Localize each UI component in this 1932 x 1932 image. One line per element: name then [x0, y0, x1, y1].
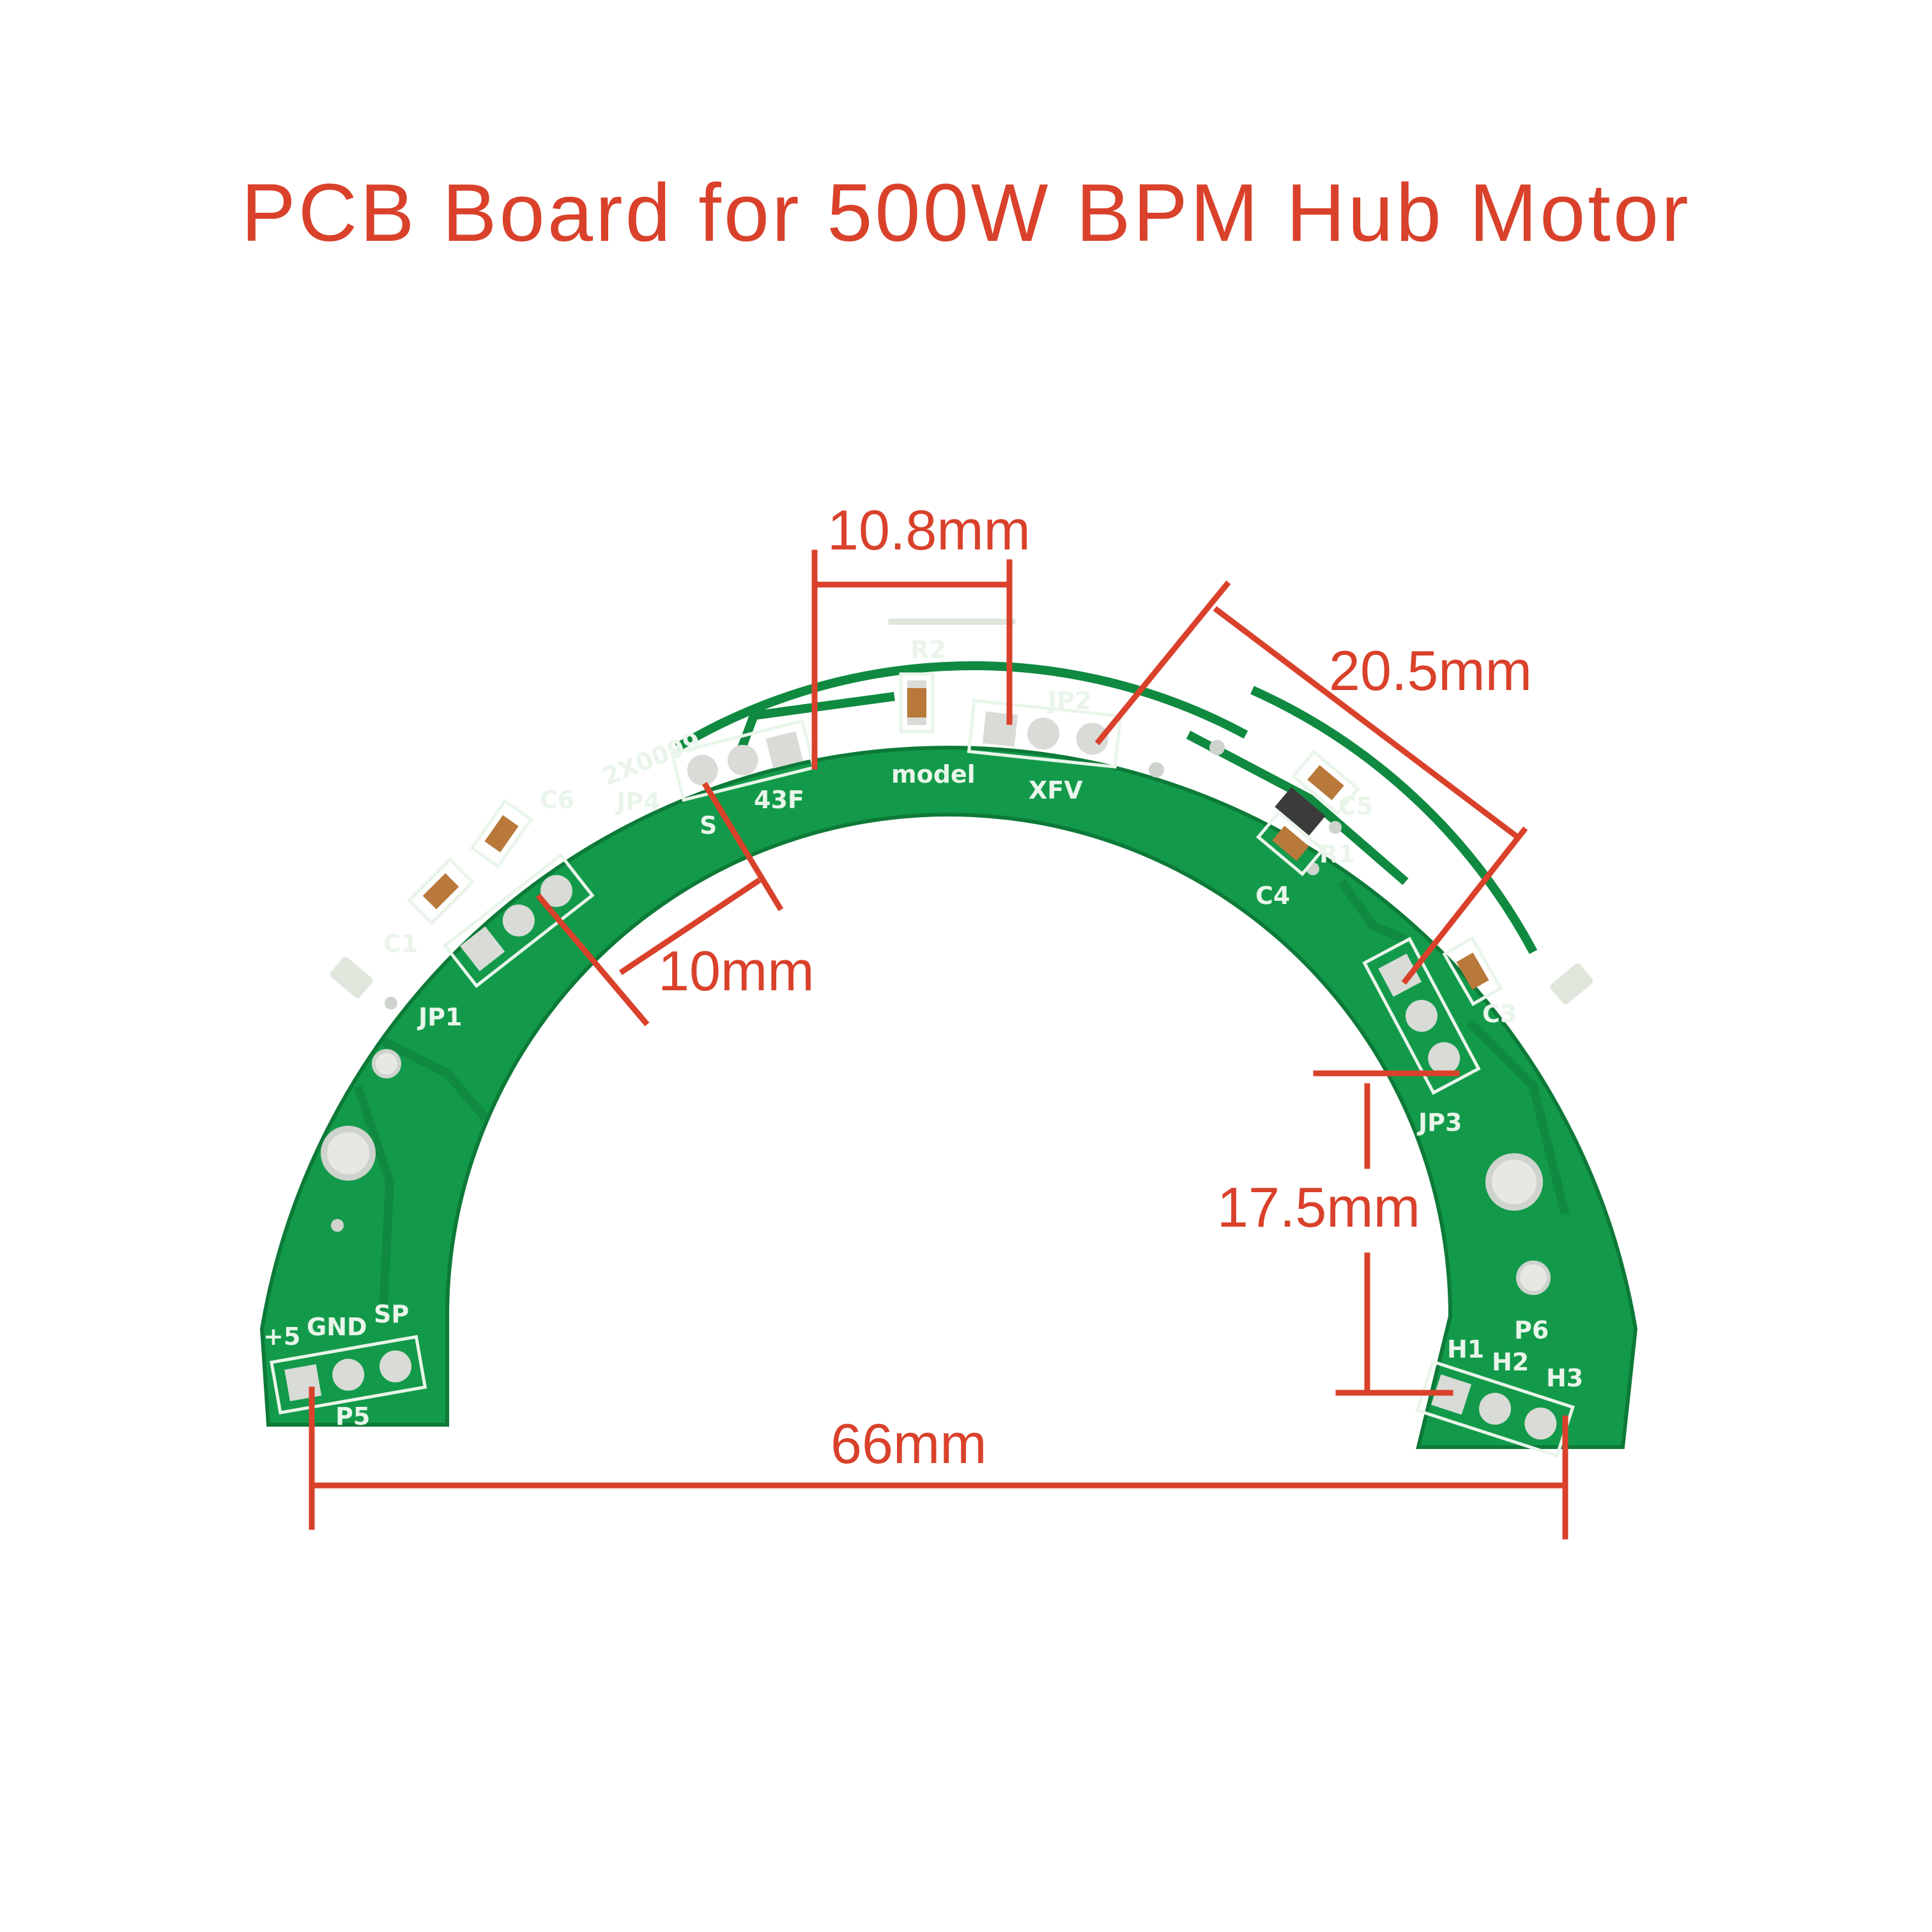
s-label: S [700, 811, 717, 839]
r1-label: R1 [1319, 840, 1355, 868]
board-id-label: 2X0099 [599, 726, 705, 791]
jp1-label: JP1 [417, 1003, 462, 1031]
dimension-lines [309, 549, 1568, 1540]
header-p5 [270, 1335, 427, 1414]
43f-label: 43F [754, 786, 804, 814]
dimension-17-5mm: 17.5mm [1217, 1176, 1420, 1239]
page-title: PCB Board for 500W BPM Hub Motor [241, 167, 1691, 259]
c1-label: C1 [383, 930, 418, 958]
c4-label: C4 [1255, 882, 1290, 910]
c3-label: C3 [1482, 1000, 1517, 1028]
h2-label: H2 [1492, 1348, 1529, 1376]
plus5-label: +5 [263, 1322, 300, 1351]
dimension-66mm: 66mm [831, 1412, 987, 1475]
header-jp1 [443, 852, 595, 988]
jp3-label: JP3 [1416, 1108, 1462, 1137]
xfv-label: XFV [1029, 776, 1083, 804]
jp4-label: JP4 [615, 788, 660, 816]
dimension-10mm: 10mm [658, 939, 815, 1002]
smd-components [406, 672, 1503, 1006]
dimension-10-8mm: 10.8mm [827, 498, 1031, 562]
c6-label: C6 [540, 786, 574, 814]
serrated-edges [330, 618, 1593, 1005]
c5-label: C5 [1338, 792, 1373, 820]
h1-label: H1 [1447, 1335, 1484, 1363]
p6-label: P6 [1514, 1316, 1549, 1344]
mounting-holes [321, 740, 1551, 1295]
model-label: model [891, 760, 976, 788]
p5-label: P5 [335, 1402, 370, 1430]
header-jp4 [670, 719, 816, 802]
jp2-label: JP2 [1046, 687, 1091, 715]
r2-label: R2 [910, 636, 946, 664]
header-jp3 [1362, 937, 1481, 1095]
pcb-traces [353, 661, 1570, 1310]
pcb-board [259, 746, 1638, 1449]
dimension-20-5mm: 20.5mm [1329, 639, 1532, 702]
h3-label: H3 [1546, 1364, 1583, 1392]
dimension-labels: 66mm 10.8mm 20.5mm 10mm 17.5mm [658, 498, 1532, 1475]
gnd-label: GND [307, 1313, 367, 1341]
sp-label: SP [374, 1300, 409, 1328]
